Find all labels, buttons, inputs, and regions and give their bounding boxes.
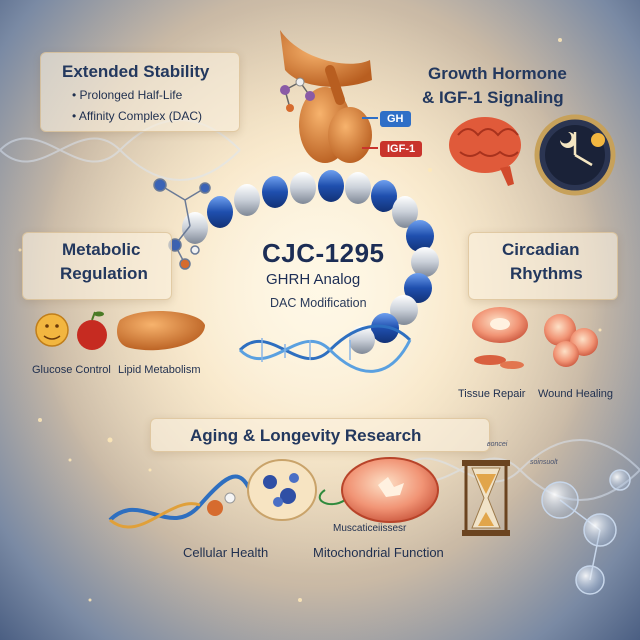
lipid-metabolism-label: Lipid Metabolism — [118, 364, 201, 376]
molecule-cluster-icon — [153, 178, 211, 270]
stability-title: Extended Stability — [62, 62, 210, 81]
dac-modification-label: DAC Modification — [270, 296, 367, 310]
wound-healing-label: Wound Healing — [538, 388, 614, 400]
tiny-label-1: ʙoncei — [487, 441, 508, 448]
gh-tag: GH — [380, 111, 411, 127]
aging-panel — [150, 418, 490, 452]
stability-panel — [40, 52, 240, 132]
cellular-health-label: Cellular Health — [183, 545, 269, 560]
glucose-control-label: Glucose Control — [32, 364, 111, 376]
apple-icon — [77, 311, 107, 350]
helix-beads — [182, 170, 439, 354]
muscle-label: Muscaticeiissesr — [333, 523, 407, 534]
brain-icon — [449, 117, 521, 186]
bubble-molecules-icon — [541, 469, 631, 595]
metabolic-title-line1: Metabolic — [62, 240, 141, 259]
gh-signaling-title-line2: & IGF-1 Signaling — [422, 88, 564, 107]
tiny-label-2: soinsuolt — [530, 459, 558, 466]
circadian-title-line2: Rhythms — [510, 264, 583, 283]
muscle-cell-icon — [341, 457, 439, 523]
stability-item-half-life-text: Prolonged Half-Life — [79, 88, 183, 102]
muscle-fiber-icon — [474, 355, 524, 369]
igf1-tag: IGF-1 — [380, 141, 423, 157]
stability-item-half-life: • Prolonged Half-Life — [72, 88, 183, 102]
metabolic-title-line2: Regulation — [60, 264, 148, 283]
metabolic-panel — [22, 232, 172, 300]
glucose-face-icon — [35, 313, 69, 347]
aging-title: Aging & Longevity Research — [190, 426, 422, 445]
mitochondrial-function-label: Mitochondrial Function — [313, 545, 444, 560]
stability-item-dac-text: Affinity Complex (DAC) — [78, 109, 203, 123]
liver-icon — [117, 310, 205, 351]
mitochondria-cell-icon — [247, 459, 317, 521]
clock-icon — [534, 114, 616, 196]
dna-aging-icon — [108, 474, 252, 529]
circadian-panel — [468, 232, 618, 300]
tissue-cell-icon — [472, 307, 528, 343]
peptide-name: CJC-1295 — [262, 238, 385, 268]
dna-strand-icon — [238, 324, 412, 373]
wound-cells-icon — [544, 314, 598, 367]
hourglass-icon — [462, 460, 510, 536]
circadian-title-line1: Circadian — [502, 240, 580, 259]
peptide-subtitle: GHRH Analog — [266, 271, 361, 288]
tissue-repair-label: Tissue Repair — [458, 388, 526, 400]
stability-item-dac: • Affinity Complex (DAC) — [72, 109, 203, 123]
gh-signaling-title-line1: Growth Hormone — [428, 64, 567, 83]
